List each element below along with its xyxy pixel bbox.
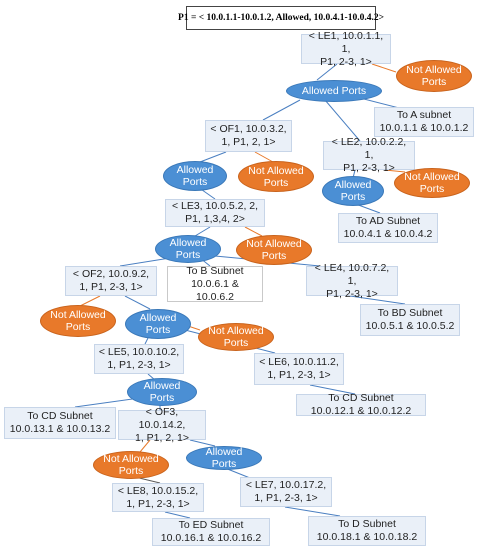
node-le5: < LE5, 10.0.10.2, 1, P1, 2-3, 1> (94, 344, 184, 374)
node-b-subnet: To B Subnet 10.0.6.1 & 10.0.6.2 (167, 265, 263, 303)
node-cd-subnet-left: To CD Subnet 10.0.13.1 & 10.0.13.2 (4, 407, 116, 439)
edge-of3-allowed (189, 439, 216, 447)
edge-le3-notallowed (244, 226, 263, 237)
edge-of1-allowed (199, 151, 227, 163)
node-le3: < LE3, 10.0.5.2, 2, P1, 1,3,4, 2> (165, 199, 265, 227)
node-le8: < LE8, 10.0.15.2, 1, P1, 2-3, 1> (112, 483, 204, 512)
not-allowed-ports-node-1: Not Allowed Ports (396, 60, 472, 92)
not-allowed-ports-node-4: Not Allowed Ports (236, 235, 312, 265)
edge-le7-dsubnet (284, 506, 341, 517)
allowed-ports-node-1: Allowed Ports (286, 80, 382, 102)
not-allowed-ports-node-2: Not Allowed Ports (238, 161, 314, 192)
edge-al6-cdsubnet (74, 397, 141, 408)
not-allowed-ports-node-7: Not Allowed Ports (93, 451, 169, 479)
edge-le8-edsubnet (164, 511, 191, 519)
node-a-subnet: To A subnet 10.0.1.1 & 10.0.1.2 (374, 107, 474, 137)
node-ed-subnet: To ED Subnet 10.0.16.1 & 10.0.16.2 (152, 518, 270, 546)
node-le2: < LE2, 10.0.2.2, 1, P1, 2-3, 1> (323, 136, 415, 174)
allowed-ports-node-2: Allowed Ports (163, 161, 227, 191)
edge-le6-cdsubnet (309, 384, 356, 395)
not-allowed-ports-node-6: Not Allowed Ports (198, 323, 274, 351)
allowed-ports-node-4: Allowed Ports (155, 235, 221, 263)
node-of3: < OF3, 10.0.14.2, 1, P1, 2, 1> (118, 406, 206, 444)
edge-al4-of2 (119, 257, 171, 267)
not-allowed-ports-node-3: Not Allowed Ports (394, 168, 470, 198)
allowed-ports-node-3: Allowed Ports (322, 176, 384, 206)
node-ad-subnet: To AD Subnet 10.0.4.1 & 10.0.4.2 (338, 213, 438, 243)
edge-le2-notallowed (384, 169, 406, 173)
node-bd-subnet: To BD Subnet 10.0.5.1 & 10.0.5.2 (360, 304, 460, 336)
edge-le4-bdsubnet (349, 295, 406, 305)
edge-le1-notallowed (371, 63, 397, 73)
node-d-subnet: To D Subnet 10.0.18.1 & 10.0.18.2 (308, 516, 426, 546)
node-le1: < LE1, 10.0.1.1, 1, P1, 2-3, 1> (301, 30, 391, 68)
allowed-ports-node-6: Allowed Ports (127, 378, 197, 406)
allowed-ports-node-5: Allowed Ports (125, 309, 191, 339)
node-of1: < OF1, 10.0.3.2, 1, P1, 2, 1> (205, 120, 292, 152)
edge-al1-of1 (262, 99, 301, 121)
node-le7: < LE7, 10.0.17.2, 1, P1, 2-3, 1> (240, 477, 332, 507)
not-allowed-ports-node-5: Not Allowed Ports (40, 305, 116, 337)
node-of2: < OF2, 10.0.9.2, 1, P1, 2-3, 1> (65, 266, 157, 296)
policy-title: P1 = < 10.0.1.1-10.0.1.2, Allowed, 10.0.… (178, 6, 384, 30)
allowed-ports-node-7: Allowed Ports (186, 446, 262, 470)
node-cd-subnet-right: To CD Subnet 10.0.12.1 & 10.0.12.2 (296, 392, 426, 417)
edge-of2-allowed (124, 295, 151, 310)
node-le4: < LE4, 10.0.7.2, 1, P1, 2-3, 1> (306, 262, 398, 300)
edge-al1-le2 (324, 99, 361, 142)
edge-le3-allowed (194, 226, 211, 237)
edge-of3-notallowed (139, 439, 151, 453)
node-le6: < LE6, 10.0.11.2, 1, P1, 2-3, 1> (254, 353, 344, 385)
edge-le1-allowed (316, 63, 338, 81)
